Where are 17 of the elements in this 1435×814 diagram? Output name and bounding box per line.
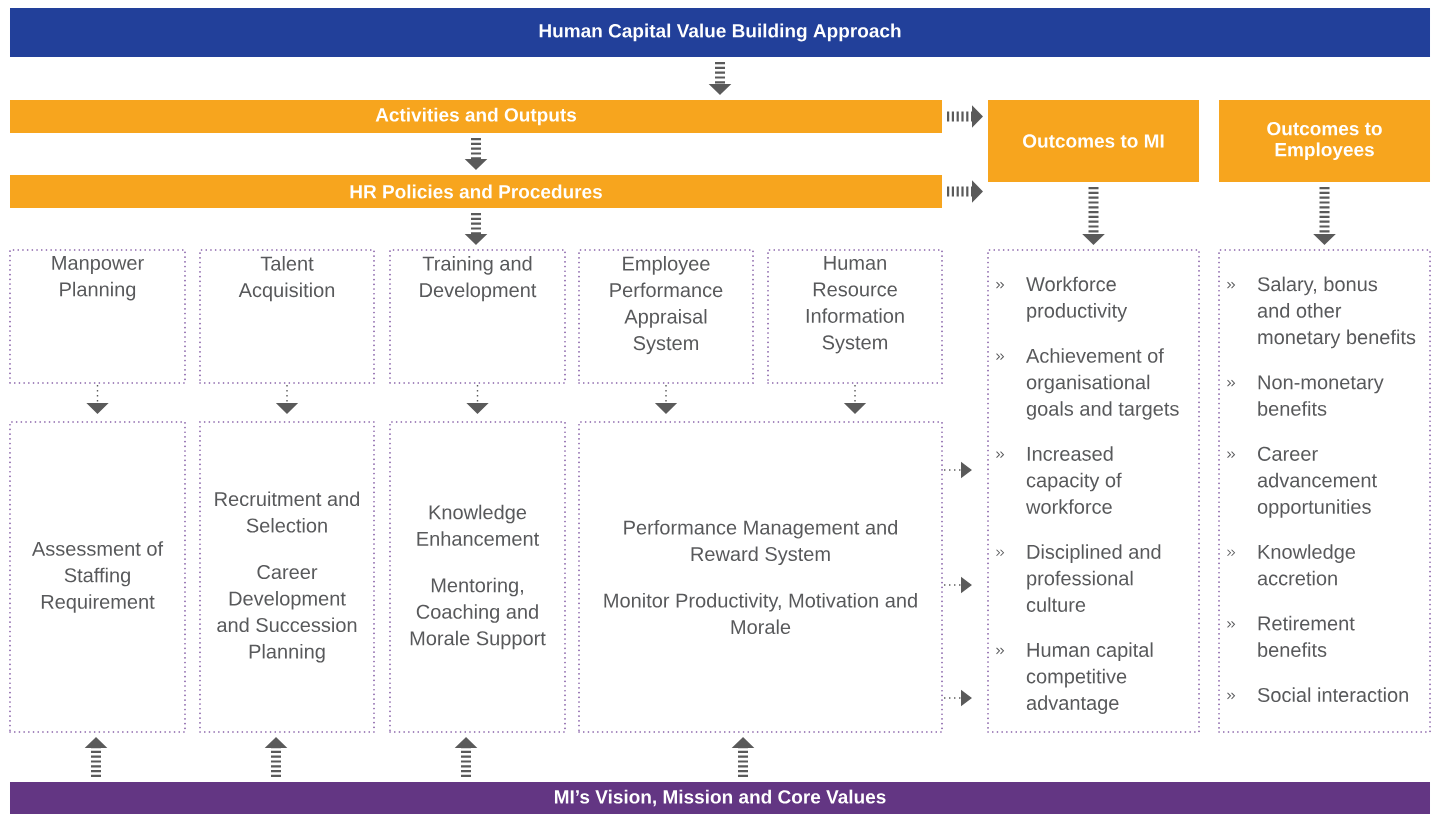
dotted-box: Knowledge Enhancement Mentoring, Coaching and Morale Support <box>389 421 566 733</box>
dotted-box: Human Resource Information System <box>767 249 943 384</box>
header-bar: Human Capital Value Building Approach <box>10 8 1430 57</box>
header-bar: Outcomes to MI <box>988 100 1199 182</box>
bullet-list-box: Salary, bonus and other monetary benefits Non-monetary benefits Career advancement opportunities Knowledge accretion Retirement benefits Social interaction <box>1218 249 1431 733</box>
dotted-box: Assessment of Staffing Requirement <box>9 421 186 733</box>
header-bar: HR Policies and Procedures <box>10 175 942 208</box>
dotted-box: Talent Acquisition <box>199 249 375 384</box>
dotted-box: Employee Performance Appraisal System <box>578 249 754 384</box>
dotted-box: Recruitment and Selection Career Development and Succession Planning <box>199 421 375 733</box>
dotted-box: Performance Management and Reward System Monitor Productivity, Motivation and Morale <box>578 421 943 733</box>
header-bar: MI’s Vision, Mission and Core Values <box>10 782 1430 814</box>
dotted-box: Manpower Planning <box>9 249 186 384</box>
header-bar: Activities and Outputs <box>10 100 942 133</box>
bullet-list-box: Workforce productivity Achievement of organisational goals and targets Increased capacity of workforce Disciplined and professional culture Human capital competitive advantage <box>987 249 1200 733</box>
header-bar: Outcomes to Employees <box>1219 100 1430 182</box>
dotted-box: Training and Development <box>389 249 566 384</box>
